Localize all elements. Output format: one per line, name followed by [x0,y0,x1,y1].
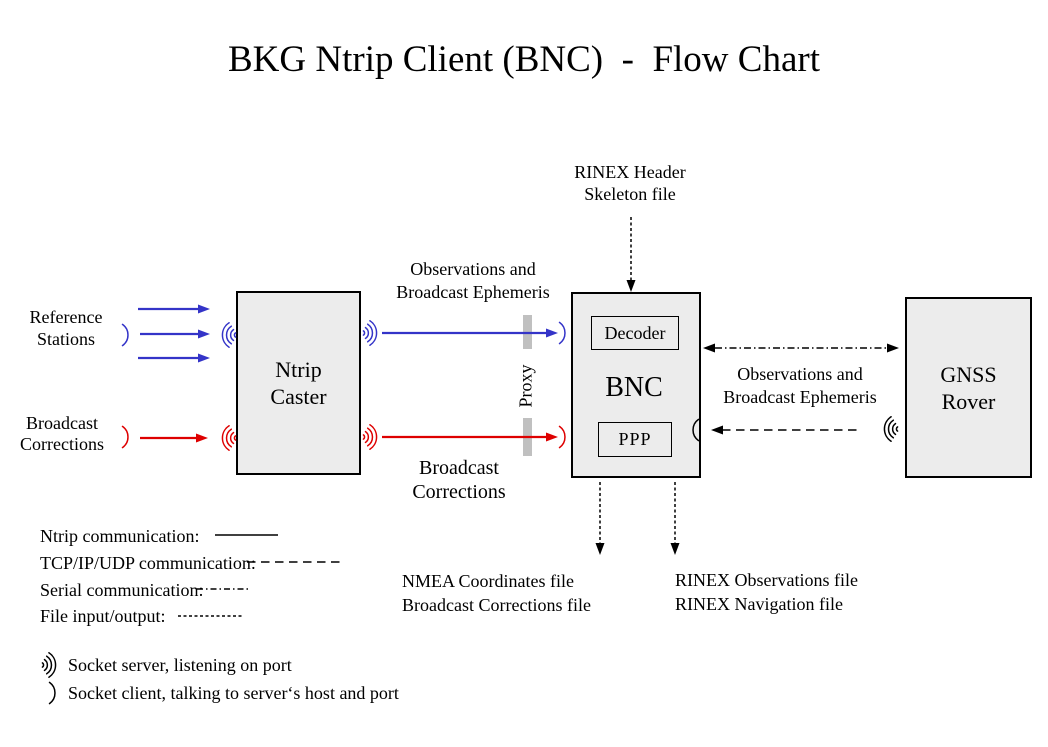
bnc-label: BNC [605,372,663,403]
arrowhead [546,432,558,442]
legend-tcp-communication: TCP/IP/UDP communication: [40,553,256,573]
ntrip-red-arrows [140,432,558,443]
socket-server-icon-caster-right-blue [362,320,378,346]
ppp-label: PPP [618,429,652,449]
socket-server-icon-legend [41,652,57,678]
socket-client-icon-reference [121,323,129,347]
gnss-rover-box: GNSS Rover [905,297,1032,478]
arrowhead [626,280,636,292]
arrowhead [887,343,899,353]
socket-server-icon-caster-left-red [221,425,237,451]
ntrip-blue-arrows [138,304,558,363]
decoder-label: Decoder [604,322,666,343]
socket-server-icon-caster-right-red [362,424,378,450]
decoder-box: Decoder [591,316,679,350]
legend-socket-client: Socket client, talking to server‘s host … [68,683,399,703]
label-observations-ephemeris-top: Observations and Broadcast Ephemeris [396,259,550,302]
socket-server-icon-rover [883,416,899,442]
socket-client-icon-legend [48,681,56,705]
arrowhead [711,425,723,435]
socket-client-icon-bnc-blue [558,321,566,345]
label-nmea-output-files: NMEA Coordinates file Broadcast Correcti… [402,571,591,615]
label-rinex-output-files: RINEX Observations file RINEX Navigation… [675,570,858,614]
ppp-box: PPP [598,422,672,457]
label-reference-stations: Reference Stations [29,307,103,349]
legend-socket-server: Socket server, listening on port [68,655,292,675]
arrowhead [198,304,210,314]
label-broadcast-corrections-input: Broadcast Corrections [20,413,104,454]
legend-file-io: File input/output: [40,606,166,626]
socket-client-icon-bnc-red [558,425,566,449]
ntrip-caster-label: Ntrip Caster [270,357,327,409]
label-broadcast-corrections-stream: Broadcast Corrections [412,457,506,503]
red-arrowheads [196,432,558,443]
legend-line-samples [178,534,340,617]
ntrip-caster-box: Ntrip Caster [236,291,361,475]
black-arrowheads [595,280,899,555]
arrowhead [198,353,210,363]
gnss-rover-label: GNSS Rover [940,361,997,414]
legend-ntrip-communication: Ntrip communication: [40,526,200,546]
arrowhead [670,543,680,555]
arrowhead [595,543,605,555]
arrowhead [546,328,558,338]
arrowhead [198,329,210,339]
arrowhead [703,343,715,353]
legend-serial-communication: Serial communication: [40,580,204,600]
black-arrows [599,217,887,543]
label-rinex-header-skeleton: RINEX Header Skeleton file [574,162,686,204]
socket-server-icon-caster-left-blue [221,322,237,348]
socket-client-icon-bnc-tcp [692,418,700,442]
blue-arrowheads [198,304,558,363]
socket-client-icon-corrections [121,425,129,449]
page-title: BKG Ntrip Client (BNC) - Flow Chart [228,39,820,80]
label-observations-ephemeris-rover: Observations and Broadcast Ephemeris [723,364,877,407]
arrowhead [196,433,208,443]
